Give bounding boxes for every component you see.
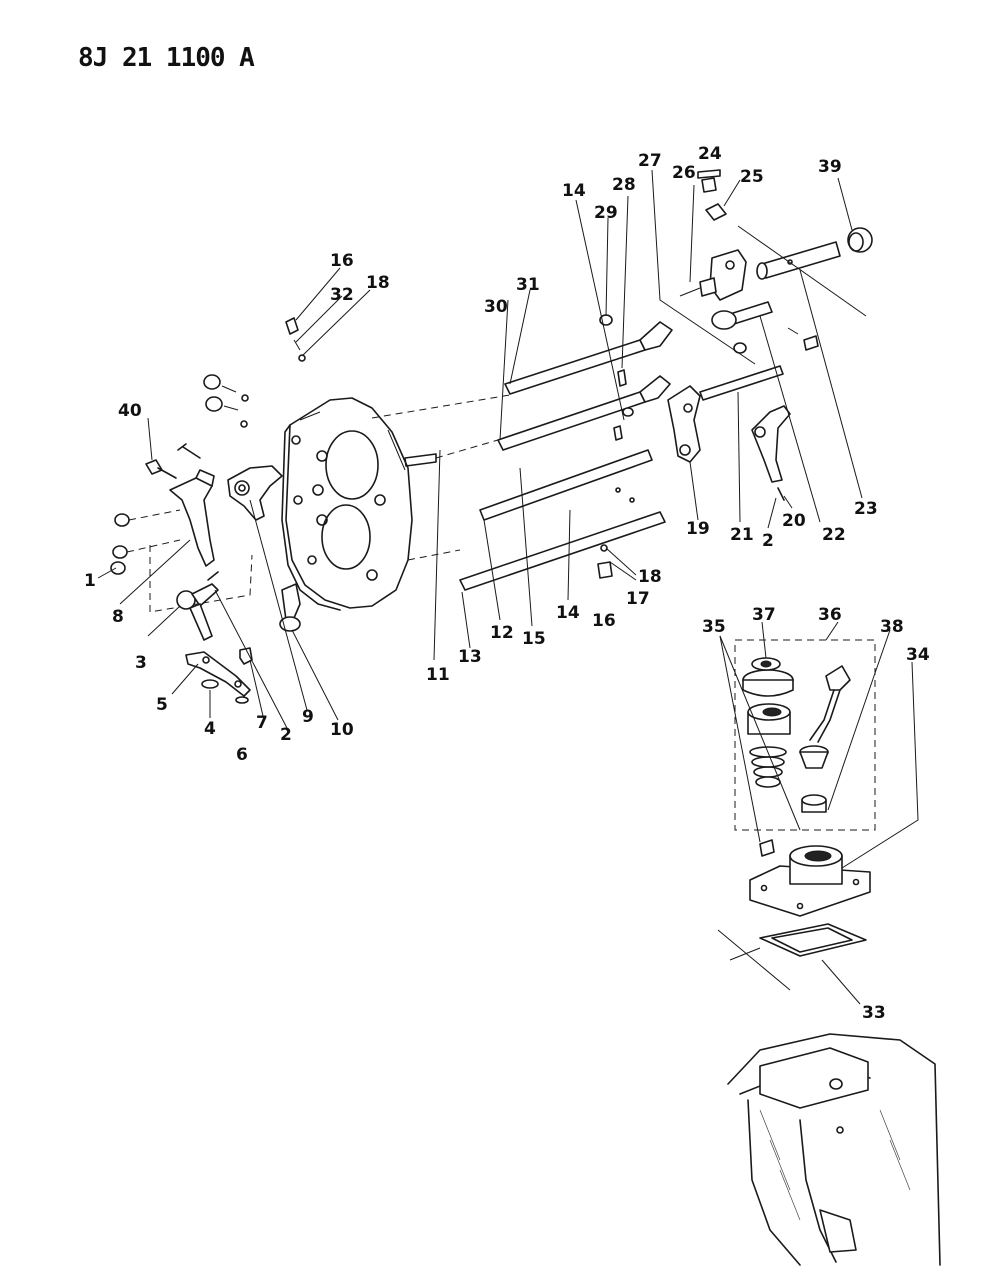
callout-33: 33	[862, 1003, 886, 1023]
bolt-40	[145, 459, 177, 479]
callout-36: 36	[818, 605, 842, 625]
callout-labels: 1 2 2 3 4 5 6 7 8 9 10 11 12 13 14 14 15…	[84, 144, 930, 1023]
callout-28: 28	[612, 175, 636, 195]
callout-23: 23	[854, 499, 878, 519]
callout-17: 17	[626, 589, 650, 609]
callout-8: 8	[112, 607, 124, 627]
plug-group	[203, 317, 306, 428]
assembly-36-box	[734, 639, 876, 831]
shift-rail-12	[479, 449, 653, 521]
bolt-35	[759, 839, 775, 857]
boot-37	[742, 657, 794, 697]
shift-housing-26	[679, 169, 747, 301]
callout-9: 9	[302, 707, 314, 727]
callout-3: 3	[135, 653, 147, 673]
callout-14: 14	[562, 181, 586, 201]
seal-39	[847, 227, 873, 253]
shift-fork-8	[169, 469, 215, 567]
shaft-23	[756, 241, 841, 280]
callout-24: 24	[698, 144, 722, 164]
callout-26: 26	[672, 163, 696, 183]
shift-rail-31	[504, 321, 673, 395]
document-code: 8J 21 1100 A	[78, 43, 255, 73]
pin-7	[239, 647, 253, 665]
callout-15: 15	[522, 629, 546, 649]
transmission-case	[727, 1033, 941, 1266]
screw	[177, 443, 201, 459]
guide	[737, 225, 867, 317]
shift-lever-38	[799, 665, 851, 813]
shift-rail-21	[699, 365, 784, 401]
shift-rail-30	[497, 375, 671, 451]
shift-lever-19	[667, 385, 701, 463]
assembly-guide-line	[371, 394, 511, 419]
link-10	[279, 583, 301, 632]
shaft-22	[711, 301, 819, 354]
callout-20: 20	[782, 511, 806, 531]
lever-3	[176, 571, 219, 641]
callout-30: 30	[484, 297, 508, 317]
callout-5: 5	[156, 695, 168, 715]
callout-37: 37	[752, 605, 776, 625]
assembly-guide-line	[407, 549, 461, 561]
callout-10: 10	[330, 720, 354, 740]
shift-fork-20	[751, 405, 791, 501]
callout-12: 12	[490, 623, 514, 643]
callout-18: 18	[638, 567, 662, 587]
pin-11	[404, 453, 437, 467]
callout-6: 6	[236, 745, 248, 765]
washer-6	[235, 696, 249, 704]
guide	[435, 439, 499, 459]
adapter-housing	[281, 397, 413, 611]
callout-38: 38	[880, 617, 904, 637]
callout-11: 11	[426, 665, 450, 685]
plug-17	[597, 544, 613, 579]
washer-4	[201, 679, 219, 689]
shift-fork-9	[227, 465, 283, 521]
callout-14: 14	[556, 603, 580, 623]
callout-19: 19	[686, 519, 710, 539]
leader-lines	[97, 169, 919, 1005]
shift-tower-34	[749, 845, 871, 917]
callout-34: 34	[906, 645, 930, 665]
gasket-33	[759, 923, 867, 957]
callout-27: 27	[638, 151, 662, 171]
spring	[749, 746, 787, 788]
callout-22: 22	[822, 525, 846, 545]
callout-13: 13	[458, 647, 482, 667]
callout-39: 39	[818, 157, 842, 177]
callout-16: 16	[592, 611, 616, 631]
callout-40: 40	[118, 401, 142, 421]
callout-2: 2	[762, 531, 774, 551]
callout-7: 7	[256, 713, 268, 733]
callout-2: 2	[280, 725, 292, 745]
callout-18: 18	[366, 273, 390, 293]
callout-29: 29	[594, 203, 618, 223]
lever-5	[185, 651, 251, 697]
guide	[717, 929, 791, 991]
callout-4: 4	[204, 719, 216, 739]
callout-25: 25	[740, 167, 764, 187]
callout-1: 1	[84, 571, 96, 591]
callout-21: 21	[730, 525, 754, 545]
callout-31: 31	[516, 275, 540, 295]
callout-32: 32	[330, 285, 354, 305]
bolt-set-1	[110, 509, 181, 575]
interlock-pins	[599, 314, 635, 503]
callout-35: 35	[702, 617, 726, 637]
callout-16: 16	[330, 251, 354, 271]
shift-rail-13	[459, 511, 666, 591]
